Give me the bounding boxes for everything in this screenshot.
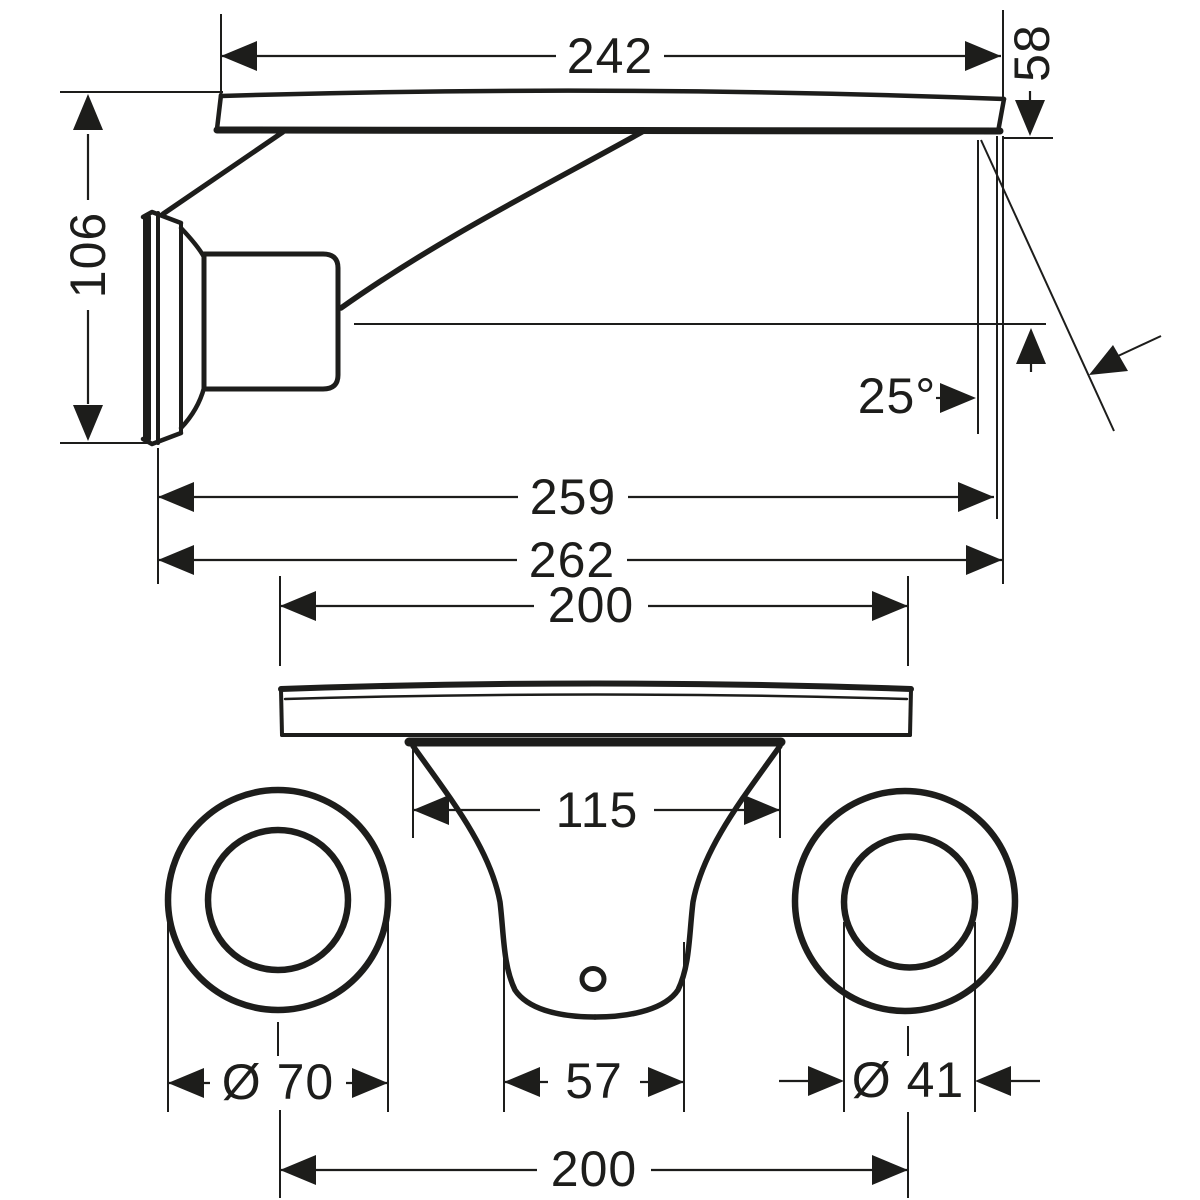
dim-label-200-plate: 200 bbox=[548, 577, 634, 633]
dim-label-106: 106 bbox=[60, 212, 116, 298]
plate-bottom-edge bbox=[213, 126, 1004, 135]
left-escutcheon-outer bbox=[164, 786, 392, 1014]
dim-242: 242 bbox=[220, 14, 1001, 93]
arrowhead bbox=[280, 591, 316, 621]
flange-top-edge bbox=[140, 209, 184, 226]
dim-259: 259 bbox=[157, 448, 994, 584]
plate-left-end bbox=[214, 92, 224, 132]
screw-hole bbox=[579, 966, 607, 992]
dim-41: Ø 41 bbox=[779, 922, 1040, 1112]
leader-line bbox=[1117, 335, 1162, 357]
right-escutcheon-outer bbox=[791, 787, 1019, 1015]
dim-70: Ø 70 bbox=[167, 910, 389, 1112]
arrowhead bbox=[940, 383, 976, 413]
spout-plate-side bbox=[213, 88, 1007, 135]
wall-flange bbox=[140, 209, 207, 447]
arrowhead bbox=[413, 795, 449, 825]
right-handle-knob bbox=[840, 833, 979, 971]
dim-262: 262 bbox=[158, 532, 1002, 588]
dim-106: 106 bbox=[60, 91, 223, 444]
tilt-leader bbox=[1089, 335, 1162, 375]
dim-label-259: 259 bbox=[530, 469, 616, 525]
arrowhead bbox=[221, 41, 257, 71]
spout-plate-plan bbox=[278, 680, 914, 747]
spout-arm-upper-edge bbox=[160, 129, 286, 217]
escutcheon-left-curve bbox=[410, 743, 598, 1020]
arrowhead bbox=[965, 41, 1001, 71]
dim-label-58: 58 bbox=[1004, 24, 1060, 82]
dim-25deg: 25° bbox=[858, 368, 976, 424]
plate-inner-line bbox=[283, 693, 909, 701]
dim-label-115: 115 bbox=[556, 782, 639, 838]
spout-escutcheon bbox=[410, 743, 783, 1020]
dim-label-200-spacing: 200 bbox=[551, 1141, 637, 1197]
arrowhead bbox=[975, 1066, 1011, 1096]
arrowhead bbox=[352, 1068, 388, 1098]
arrowhead bbox=[744, 795, 780, 825]
arrowhead bbox=[1089, 345, 1128, 375]
dim-58: 58 bbox=[1004, 24, 1060, 372]
valve-body bbox=[201, 251, 341, 392]
dim-label-262: 262 bbox=[529, 532, 615, 588]
arrowhead bbox=[872, 591, 908, 621]
arrowhead bbox=[168, 1068, 204, 1098]
plate-right-cap bbox=[908, 688, 913, 737]
dim-label-70: Ø 70 bbox=[222, 1054, 334, 1110]
arrowhead bbox=[872, 1155, 908, 1185]
dim-label-25deg: 25° bbox=[858, 368, 937, 424]
dim-200-spacing: 200 bbox=[279, 1110, 909, 1198]
dim-label-242: 242 bbox=[567, 28, 653, 84]
left-handle bbox=[164, 786, 392, 1014]
arrowhead bbox=[1016, 328, 1046, 364]
arrowhead bbox=[73, 405, 103, 441]
arrowhead bbox=[1015, 100, 1045, 136]
right-handle bbox=[791, 787, 1019, 1015]
arrowhead bbox=[73, 94, 103, 130]
flange-neck-top bbox=[178, 225, 207, 260]
arrowhead bbox=[280, 1155, 316, 1185]
spout-arm-curve bbox=[338, 129, 645, 311]
arrowhead bbox=[158, 482, 194, 512]
tilt-line-25deg bbox=[980, 139, 1115, 432]
arrowhead bbox=[158, 545, 194, 575]
dim-200-plate: 200 bbox=[279, 576, 909, 666]
arrowhead bbox=[648, 1067, 684, 1097]
plate-top-edge bbox=[218, 88, 1007, 102]
dim-label-41: Ø 41 bbox=[852, 1052, 964, 1108]
left-escutcheon-inner bbox=[204, 826, 352, 974]
dim-115: 115 bbox=[412, 744, 781, 838]
dim-label-57: 57 bbox=[565, 1053, 623, 1109]
flange-neck-bottom bbox=[178, 385, 207, 431]
arrowhead bbox=[808, 1066, 844, 1096]
arrowhead bbox=[504, 1067, 540, 1097]
arrowhead bbox=[958, 482, 994, 512]
plate-right-end bbox=[995, 96, 1007, 135]
side-view: 242 58 106 25° bbox=[60, 10, 1162, 588]
arrowhead bbox=[966, 545, 1002, 575]
escutcheon-right-curve bbox=[592, 743, 783, 1020]
dim-57: 57 bbox=[503, 942, 685, 1112]
plate-left-cap bbox=[279, 688, 284, 737]
plan-view: 200 bbox=[164, 576, 1040, 1198]
plate-front-edge bbox=[278, 680, 914, 692]
